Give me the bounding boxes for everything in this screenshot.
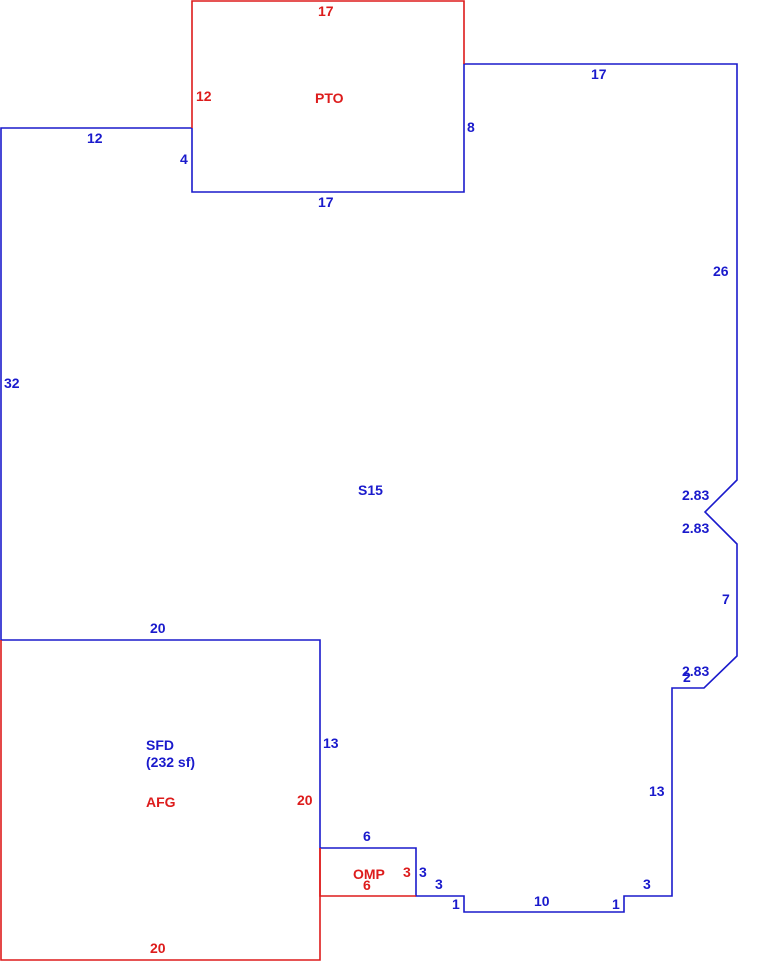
- dim-omp-right: 3: [403, 864, 411, 880]
- dim-angle-2: 2.83: [682, 520, 709, 536]
- dim-right-mid: 7: [722, 591, 730, 607]
- pto-area-code: PTO: [315, 90, 344, 106]
- dim-pto-top: 17: [318, 3, 334, 19]
- dim-bottom-3b: 3: [643, 876, 651, 892]
- dim-garage-bottom: 20: [150, 940, 166, 956]
- dim-right-lower: 13: [649, 783, 665, 799]
- dim-top-right: 17: [591, 66, 607, 82]
- main-area-code: S15: [358, 482, 383, 498]
- dim-angle-1: 2.83: [682, 487, 709, 503]
- garage-outline: [0, 640, 321, 961]
- dim-bottom-1a: 1: [452, 896, 460, 912]
- dim-left: 32: [4, 375, 20, 391]
- dim-top-left: 12: [87, 130, 103, 146]
- dim-bottom-3a: 3: [435, 876, 443, 892]
- omp-outline: [319, 848, 416, 897]
- dim-garage-right-main: 13: [323, 735, 339, 751]
- garage-area-sqft: (232 sf): [146, 754, 195, 770]
- dim-angle-3: 2.83: [682, 663, 709, 679]
- dim-garage-top: 20: [150, 620, 166, 636]
- dim-garage-right: 20: [297, 792, 313, 808]
- dim-omp-top: 6: [363, 828, 371, 844]
- dim-omp-bottom: 6: [363, 877, 371, 893]
- pto-outline: [191, 0, 465, 128]
- garage-area-code: SFD: [146, 737, 174, 753]
- dim-pto-right: 8: [467, 119, 475, 135]
- dim-step-2: 2: [683, 669, 691, 685]
- dim-pto-bottom: 17: [318, 194, 334, 210]
- dim-bottom-10: 10: [534, 893, 550, 909]
- garage-area-code2: AFG: [146, 794, 176, 810]
- dim-pto-left: 12: [196, 88, 212, 104]
- dim-jog-left: 4: [180, 151, 188, 167]
- dim-bottom-1b: 1: [612, 896, 620, 912]
- main-outline: [0, 63, 738, 913]
- dim-right-upper: 26: [713, 263, 729, 279]
- dim-omp-right-main: 3: [419, 864, 427, 880]
- omp-area-code: OMP: [353, 866, 385, 882]
